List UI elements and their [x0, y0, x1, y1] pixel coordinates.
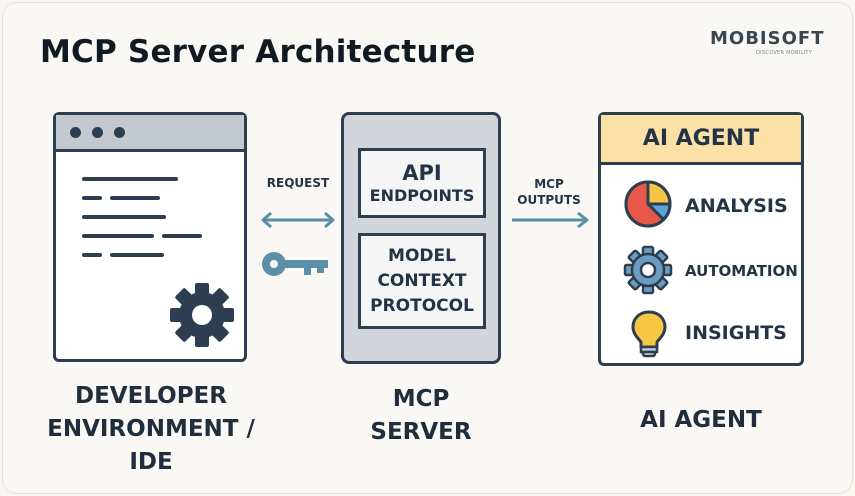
mcp-label-line-2: SERVER [370, 419, 472, 445]
ai-agent-box: AI AGENT ANALYSIS AUTOMATION INSIGHTS [598, 112, 804, 366]
agent-item-analysis: ANALYSIS [685, 195, 788, 217]
mcp-outputs-label: MCP OUTPUTS [508, 176, 590, 208]
gear-icon [623, 245, 673, 295]
agent-item-insights: INSIGHTS [685, 322, 787, 344]
model-context-protocol-box: MODEL CONTEXT PROTOCOL [358, 233, 486, 329]
code-line [82, 196, 102, 200]
developer-label-line-1: DEVELOPER [75, 383, 227, 409]
developer-ide-window [53, 112, 247, 362]
code-line [82, 234, 154, 238]
window-dot-icon [92, 127, 103, 138]
bidirectional-arrow-icon [261, 211, 335, 229]
code-line [110, 253, 164, 257]
code-line [162, 234, 202, 238]
mcp-server-label: MCP SERVER [341, 383, 501, 449]
window-titlebar [56, 115, 244, 152]
page-title: MCP Server Architecture [40, 34, 476, 70]
developer-environment-label: DEVELOPER ENVIRONMENT / IDE [40, 380, 262, 479]
model-line-3: PROTOCOL [370, 295, 474, 316]
mobisoft-logo: MOBISOFT DISCOVER MOBILITY [710, 28, 823, 58]
right-arrow-icon [512, 211, 589, 229]
model-line-1: MODEL [388, 245, 456, 266]
key-icon [262, 252, 328, 276]
code-line [82, 215, 166, 219]
mcp-outputs-line-2: OUTPUTS [517, 193, 581, 207]
api-endpoints-box: API ENDPOINTS [358, 148, 486, 218]
developer-label-line-2: ENVIRONMENT / [47, 416, 255, 442]
logo-name: MOBISOFT [710, 28, 825, 49]
agent-item-automation: AUTOMATION [685, 262, 798, 280]
code-line [82, 253, 102, 257]
code-line [110, 196, 160, 200]
window-dot-icon [114, 127, 125, 138]
gear-icon [170, 283, 234, 347]
ai-agent-label: AI AGENT [640, 407, 762, 433]
request-label: REQUEST [266, 176, 330, 190]
lightbulb-icon [631, 310, 667, 358]
logo-tagline: DISCOVER MOBILITY [756, 50, 813, 56]
mcp-outputs-line-1: MCP [534, 177, 564, 191]
api-title: API [402, 161, 442, 185]
ai-agent-header: AI AGENT [601, 115, 801, 165]
model-line-2: CONTEXT [377, 270, 467, 291]
developer-label-line-3: IDE [129, 449, 173, 475]
window-dot-icon [70, 127, 81, 138]
pie-chart-icon [624, 180, 672, 228]
mcp-label-line-1: MCP [392, 386, 450, 412]
api-subtitle: ENDPOINTS [369, 186, 475, 205]
code-line [82, 177, 178, 181]
